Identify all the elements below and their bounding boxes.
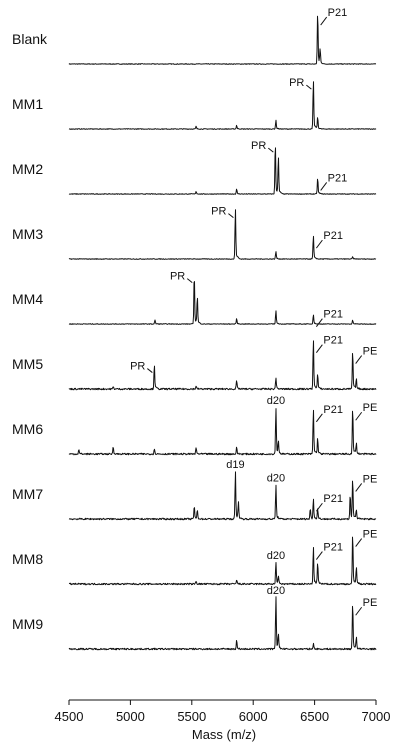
peak-label-p21: P21 xyxy=(328,172,348,184)
peak-label-p21: P21 xyxy=(328,7,348,19)
peak-label-d20: d20 xyxy=(267,585,285,597)
peak-label-p21: P21 xyxy=(323,335,343,347)
row-label: MM8 xyxy=(12,551,43,567)
leader-line xyxy=(315,413,323,423)
spectrum-trace xyxy=(68,408,377,456)
peak-label-pe: PE xyxy=(363,473,378,485)
spectrum-mm4: MM4 PR P21 xyxy=(12,271,377,327)
spectrum-trace xyxy=(68,471,377,521)
peak-label-p21: P21 xyxy=(323,404,343,416)
x-tick-label: 5500 xyxy=(177,709,206,724)
x-tick-label: 6000 xyxy=(239,709,268,724)
row-label: MM2 xyxy=(12,161,43,177)
row-label: MM3 xyxy=(12,226,43,242)
leader-line xyxy=(315,239,323,249)
x-axis-title: Mass (m/z) xyxy=(192,727,256,742)
spectrum-trace xyxy=(68,281,377,325)
leader-line xyxy=(355,411,363,421)
spectrum-mm8: MM8 d20 P21 PE xyxy=(12,529,378,586)
spectrum-trace xyxy=(68,596,377,651)
peak-label-p21: P21 xyxy=(323,230,343,242)
spectrum-blank: Blank P21 xyxy=(12,7,377,65)
leader-line xyxy=(186,278,193,283)
peak-label-p21: P21 xyxy=(323,493,343,505)
peak-label-p21: P21 xyxy=(323,542,343,554)
leader-line xyxy=(306,84,312,90)
peak-label-pr: PR xyxy=(170,271,185,283)
spectrum-trace xyxy=(68,15,377,65)
leader-line xyxy=(315,344,323,353)
spectrum-trace xyxy=(68,147,377,195)
spectrum-trace xyxy=(68,536,377,586)
leader-line xyxy=(320,16,328,26)
x-tick-label: 6500 xyxy=(300,709,329,724)
x-tick-label: 7000 xyxy=(362,709,391,724)
spectrum-trace xyxy=(68,81,377,130)
peak-label-pe: PE xyxy=(363,346,378,358)
x-axis: 4500 5000 5500 6000 6500 7000 Mass (m/z) xyxy=(55,699,391,742)
peak-label-pr: PR xyxy=(289,77,304,89)
peak-label-pe: PE xyxy=(363,402,378,414)
leader-line xyxy=(355,606,363,616)
peak-label-p21: P21 xyxy=(323,309,343,321)
peak-label-pr: PR xyxy=(130,361,145,373)
leader-line xyxy=(147,368,153,373)
leader-line xyxy=(315,502,323,512)
x-tick-label: 5000 xyxy=(116,709,145,724)
row-label: MM9 xyxy=(12,616,43,632)
x-tick-label: 4500 xyxy=(55,709,84,724)
leader-line xyxy=(315,318,323,327)
peak-label-d19: d19 xyxy=(226,459,244,471)
leader-line xyxy=(355,355,363,364)
peak-label-pe: PE xyxy=(363,597,378,609)
peak-label-d20: d20 xyxy=(267,395,285,407)
spectrum-trace xyxy=(68,340,377,391)
leader-line xyxy=(315,551,323,560)
peak-label-pr: PR xyxy=(251,140,266,152)
spectrum-trace xyxy=(68,209,377,260)
leader-line xyxy=(355,538,363,547)
peak-label-pr: PR xyxy=(211,206,226,218)
leader-line xyxy=(228,213,234,218)
spectrum-mm1: MM1 PR xyxy=(12,77,377,130)
peak-label-d20: d20 xyxy=(267,550,285,562)
peak-label-d20: d20 xyxy=(267,473,285,485)
spectrum-mm3: MM3 PR P21 xyxy=(12,206,377,260)
leader-line xyxy=(267,147,274,153)
spectrum-mm2: MM2 PR P21 xyxy=(12,140,377,195)
row-label: MM1 xyxy=(12,96,43,112)
peak-label-pe: PE xyxy=(363,529,378,541)
row-label: MM5 xyxy=(12,356,43,372)
row-label: MM4 xyxy=(12,291,43,307)
row-label: Blank xyxy=(12,31,48,47)
row-label: MM7 xyxy=(12,486,43,502)
row-label: MM6 xyxy=(12,421,43,437)
leader-line xyxy=(320,182,328,191)
leader-line xyxy=(355,483,363,492)
